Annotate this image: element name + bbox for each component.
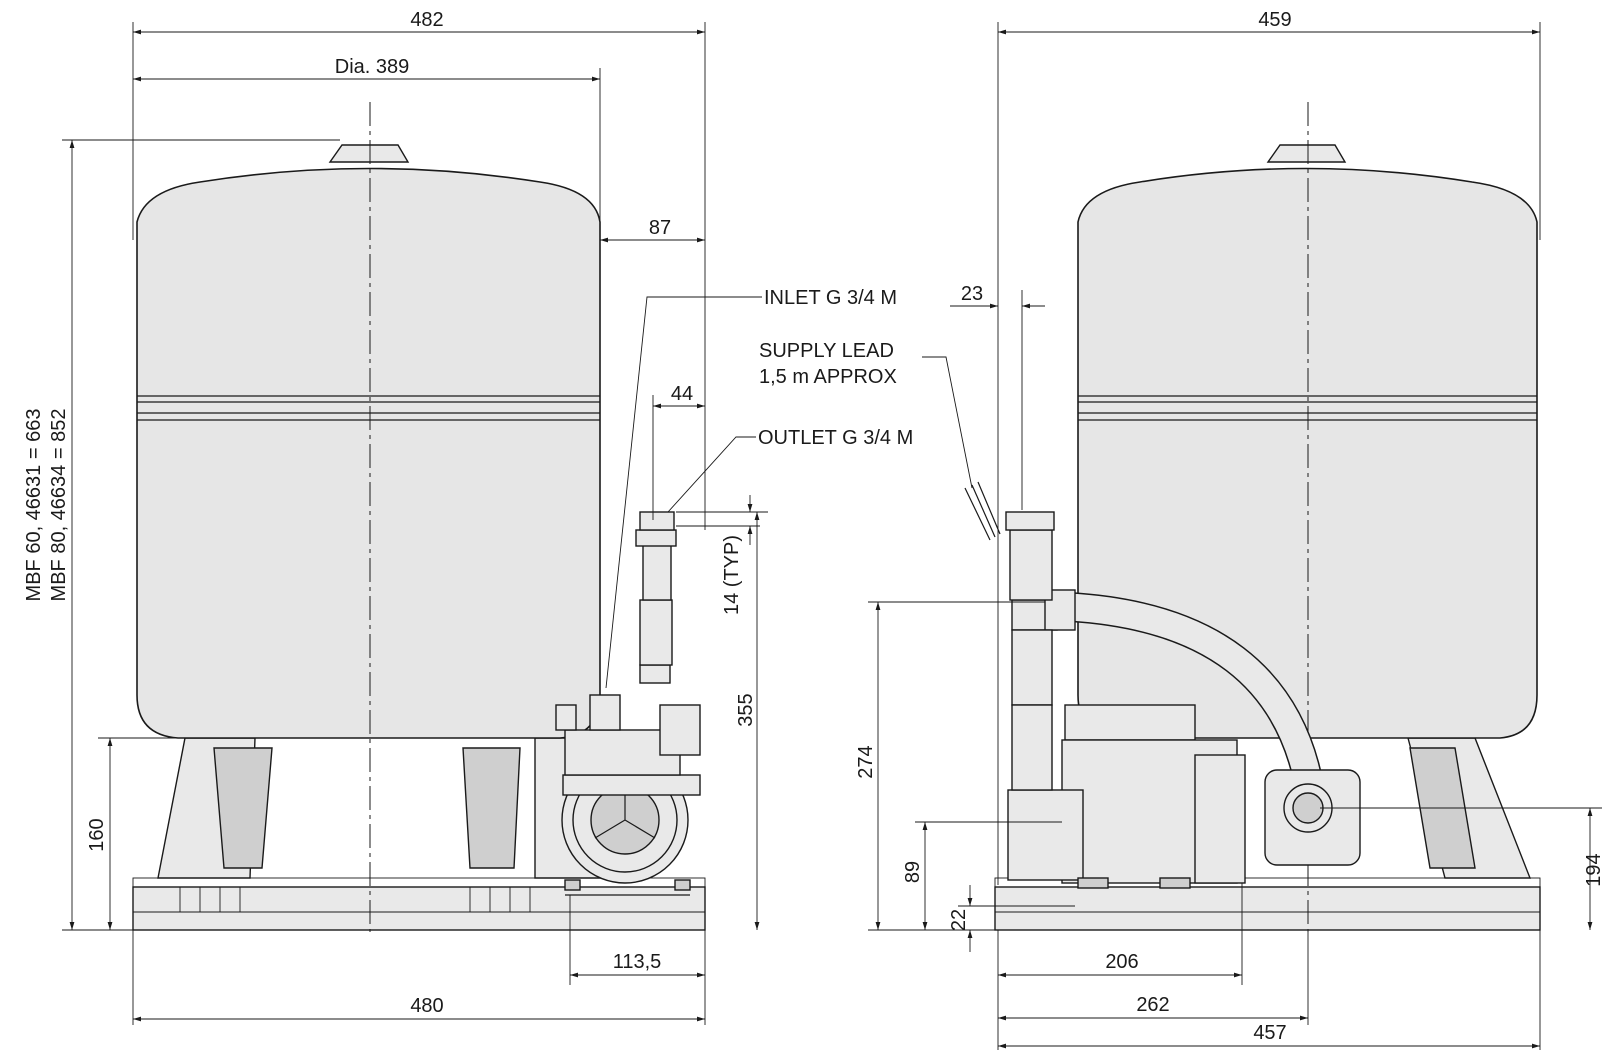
dim-front-113-5: 113,5 — [613, 951, 662, 973]
callout-inlet: INLET G 3/4 M — [764, 287, 897, 309]
front-pump — [555, 511, 701, 896]
dim-side-23: 23 — [961, 283, 983, 305]
dim-side-459: 459 — [1258, 9, 1291, 31]
side-view: SUPPLY LEAD 1,5 m APPROX 459 23 274 89 2… — [759, 9, 1602, 1050]
callout-supply-lead-2: 1,5 m APPROX — [759, 366, 897, 388]
dim-front-dia389: Dia. 389 — [335, 56, 410, 78]
callout-supply-lead-1: SUPPLY LEAD — [759, 340, 894, 362]
dim-front-480: 480 — [410, 995, 443, 1017]
front-base-ribs — [133, 887, 705, 913]
dim-front-160: 160 — [86, 818, 108, 851]
dim-front-44: 44 — [671, 383, 693, 405]
front-base-plate — [132, 886, 706, 931]
height-label-mbf80: MBF 80, 46634 = 852 — [48, 409, 70, 602]
dim-front-355: 355 — [735, 693, 757, 726]
dim-front-87: 87 — [649, 217, 671, 239]
callout-outlet: OUTLET G 3/4 M — [758, 427, 913, 449]
supply-lead-wires — [964, 481, 1001, 541]
dim-side-89: 89 — [902, 861, 924, 883]
side-pump — [1005, 511, 1246, 889]
side-base-plate — [994, 886, 1541, 931]
dim-side-274: 274 — [855, 745, 877, 778]
front-view: 482 Dia. 389 87 44 INLET G 3/4 M OUTLET … — [23, 9, 913, 1025]
dim-side-262: 262 — [1136, 994, 1169, 1016]
dim-side-22: 22 — [948, 909, 970, 931]
dim-front-482: 482 — [410, 9, 443, 31]
front-tank — [136, 167, 601, 739]
dim-front-14typ: 14 (TYP) — [721, 535, 743, 615]
dim-side-206: 206 — [1105, 951, 1138, 973]
dim-side-457: 457 — [1253, 1022, 1286, 1044]
dim-side-194: 194 — [1583, 853, 1602, 886]
height-label-mbf60: MBF 60, 46631 = 663 — [23, 409, 45, 602]
